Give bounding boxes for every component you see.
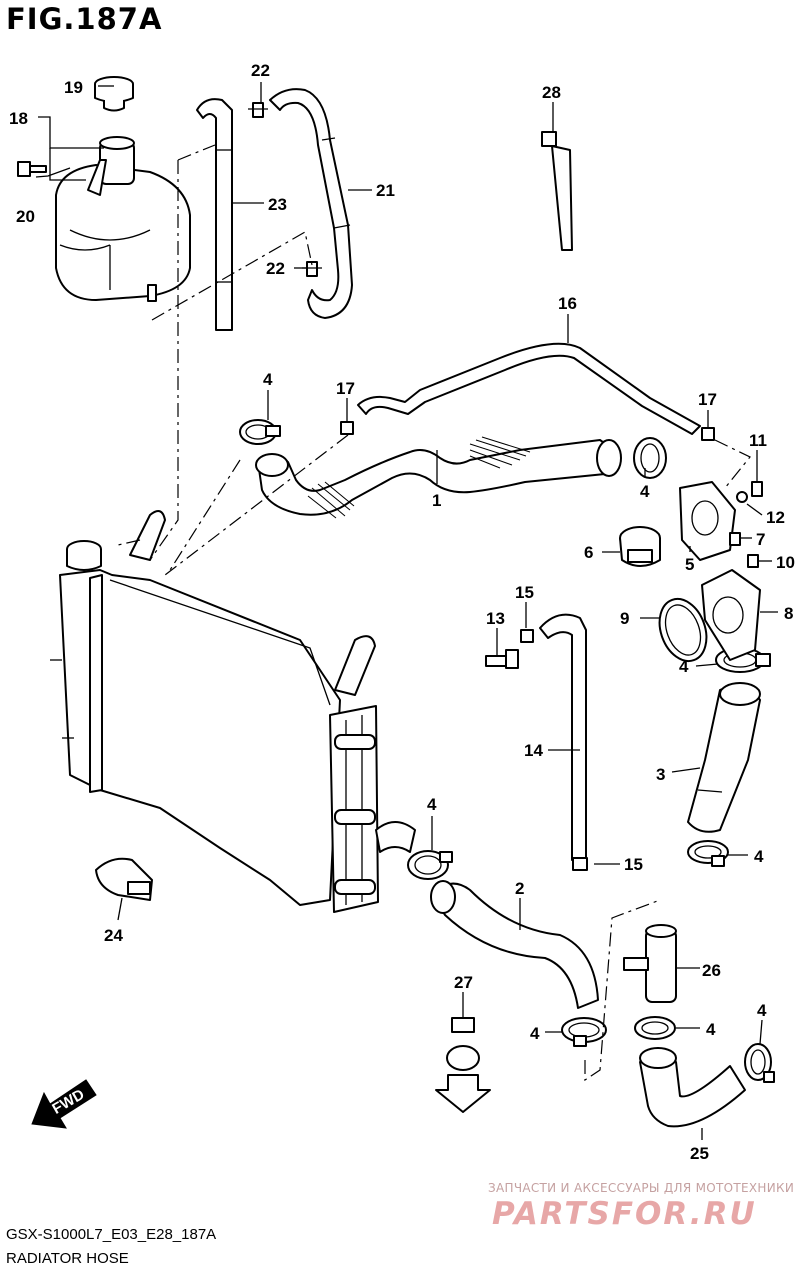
clamp-4-upper-left: [239, 419, 281, 445]
callout-4-radiator: 4: [427, 795, 437, 814]
footer-model-code: GSX-S1000L7_E03_E28_187A: [6, 1226, 217, 1243]
callout-4-bottom-center: 4: [530, 1024, 540, 1043]
clip-24: [95, 857, 153, 901]
marker-27: [435, 1017, 491, 1113]
callout-10: 10: [776, 553, 795, 572]
clamp-17-left: [340, 421, 354, 435]
callout-15-bottom: 15: [624, 855, 643, 874]
callout-20: 20: [16, 207, 35, 226]
assembly-lines: [117, 144, 751, 1082]
callout-4-upper-left: 4: [263, 370, 273, 389]
clamp-17-right: [701, 427, 715, 441]
clamp-4-bottom-mid: [634, 1016, 676, 1040]
cable-tie-28: [541, 131, 573, 251]
callout-13: 13: [486, 609, 505, 628]
clamp-4-radiator: [407, 850, 453, 880]
callout-23: 23: [268, 195, 287, 214]
callout-4-upper-right: 4: [640, 482, 650, 501]
hose-21: [269, 88, 353, 319]
callout-4-bottom-mid: 4: [706, 1020, 716, 1039]
callout-22-top: 22: [251, 61, 270, 80]
callout-24: 24: [104, 926, 123, 945]
bolt-7: [729, 532, 741, 546]
hose-14: [539, 613, 587, 861]
callout-27: 27: [454, 973, 473, 992]
callout-15-top: 15: [515, 583, 534, 602]
clamp-22-top: [248, 102, 268, 118]
hose-16: [357, 342, 701, 435]
radiator: [50, 510, 416, 913]
callout-12: 12: [766, 508, 785, 527]
clamp-4-lower-right: [687, 840, 729, 867]
reservoir-tank: [55, 136, 191, 302]
callout-17-right: 17: [698, 390, 717, 409]
callout-1: 1: [432, 491, 441, 510]
hose-2: [430, 880, 599, 1009]
callout-3: 3: [656, 765, 665, 784]
callout-19: 19: [64, 78, 83, 97]
bolt-20: [17, 161, 47, 177]
callout-21: 21: [376, 181, 395, 200]
clamp-4-bottom-right: [744, 1043, 775, 1083]
bolt-11: [751, 481, 763, 497]
callout-7: 7: [756, 530, 765, 549]
clamp-15-bottom: [572, 857, 588, 871]
joint-26: [623, 924, 677, 1003]
footer-section-name: RADIATOR HOSE: [6, 1250, 129, 1267]
hose-1: [255, 436, 622, 519]
clamp-15-top: [520, 629, 534, 643]
callout-22-bottom: 22: [266, 259, 285, 278]
clamp-4-bottom-center: [561, 1017, 607, 1047]
bolt-10: [747, 554, 759, 568]
callout-9: 9: [620, 609, 629, 628]
callout-14: 14: [524, 741, 543, 760]
hose-23: [196, 98, 233, 331]
hose-3: [687, 682, 761, 833]
callout-4-mid-right: 4: [679, 657, 689, 676]
watermark-tagline: ЗАПЧАСТИ И АКСЕССУАРЫ ДЛЯ МОТОТЕХНИКИ: [488, 1181, 795, 1195]
callout-8: 8: [784, 604, 793, 623]
thermostat: [619, 526, 661, 567]
leader-lines: [35, 82, 778, 1140]
callout-16: 16: [558, 294, 577, 313]
callout-17-left: 17: [336, 379, 355, 398]
callout-6: 6: [584, 543, 593, 562]
clamp-4-upper-right: [633, 437, 667, 479]
fitting-13: [485, 649, 519, 669]
callout-4-lower-right: 4: [754, 847, 764, 866]
figure-title: FIG.187A: [6, 2, 163, 36]
hose-25: [639, 1047, 746, 1128]
callout-4-bottom-right: 4: [757, 1001, 767, 1020]
fwd-arrow: FWD: [31, 1079, 97, 1129]
o-ring-9: [658, 598, 708, 662]
callout-11: 11: [749, 431, 767, 450]
callout-18: 18: [9, 109, 28, 128]
callout-numbers: 19 18 20 22 23 22 21 28 16 4 17 17 11 1 …: [9, 61, 795, 1163]
watermark-logo: PARTSFOR.RU: [492, 1196, 757, 1232]
callout-5: 5: [685, 555, 694, 574]
callout-2: 2: [515, 879, 524, 898]
callout-28: 28: [542, 83, 561, 102]
thermostat-housing: [679, 481, 736, 561]
washer-12: [736, 491, 748, 503]
thermostat-cover: [701, 569, 761, 661]
reservoir-cap: [94, 76, 134, 112]
callout-26: 26: [702, 961, 721, 980]
callout-25: 25: [690, 1144, 709, 1163]
